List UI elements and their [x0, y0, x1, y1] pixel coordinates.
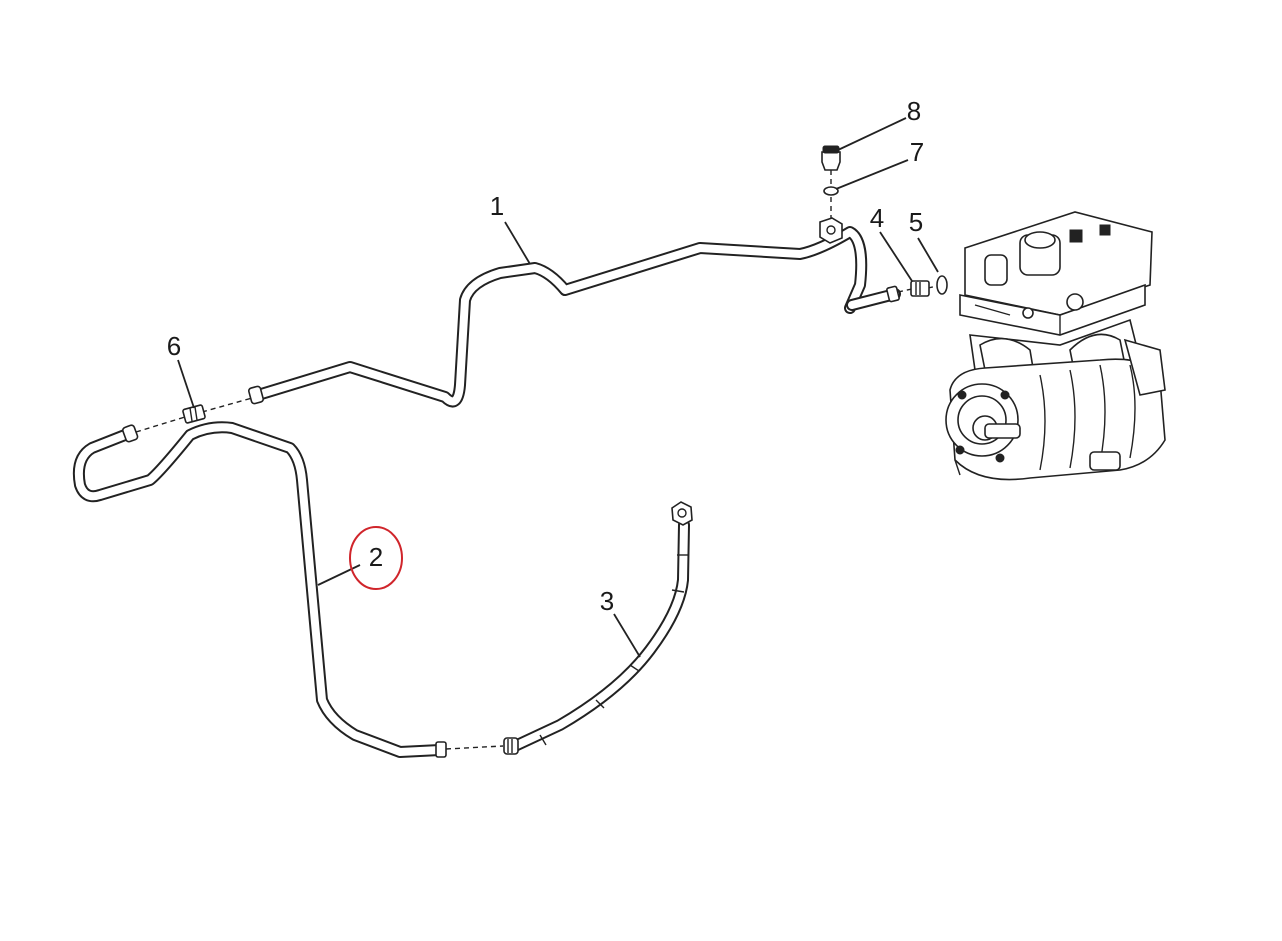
banjo-fitting — [819, 217, 843, 244]
tube-1 — [248, 226, 868, 408]
callout-8: 8 — [907, 96, 921, 126]
leader-8 — [837, 117, 907, 151]
hose-3 — [503, 501, 693, 755]
leader-5 — [917, 237, 939, 273]
leader-2 — [317, 564, 361, 586]
leader-3 — [613, 613, 641, 658]
tube-1-end-fitting — [248, 385, 264, 405]
callout-6: 6 — [167, 331, 181, 361]
tube-2-end-fitting — [122, 424, 139, 443]
connector-6-1 — [201, 397, 253, 413]
washer-7 — [823, 186, 839, 196]
leader-1 — [504, 221, 531, 265]
fitting-4 — [910, 280, 930, 297]
tube-1-lower-end — [846, 285, 901, 311]
bolt-8 — [821, 145, 841, 171]
washer-5 — [936, 275, 948, 295]
fitting-6 — [182, 404, 206, 424]
hose-3-nut — [671, 501, 693, 526]
highlight-circle — [349, 526, 403, 590]
air-compressor — [945, 211, 1166, 481]
connector-tube-4 — [897, 288, 913, 293]
tube-2-lower-fitting — [435, 741, 447, 758]
callout-1: 1 — [490, 191, 504, 221]
leader-6 — [177, 359, 195, 409]
tube-2 — [72, 421, 447, 758]
callout-3: 3 — [600, 586, 614, 616]
hose-3-end-fitting — [503, 737, 519, 755]
leader-7 — [835, 159, 909, 190]
callout-5: 5 — [909, 207, 923, 237]
connector-2-6 — [135, 416, 186, 433]
callout-2: 2 — [369, 542, 383, 572]
connector-2-3 — [445, 745, 504, 750]
callout-7: 7 — [910, 137, 924, 167]
leader-4 — [879, 231, 913, 282]
callout-4: 4 — [870, 203, 884, 233]
